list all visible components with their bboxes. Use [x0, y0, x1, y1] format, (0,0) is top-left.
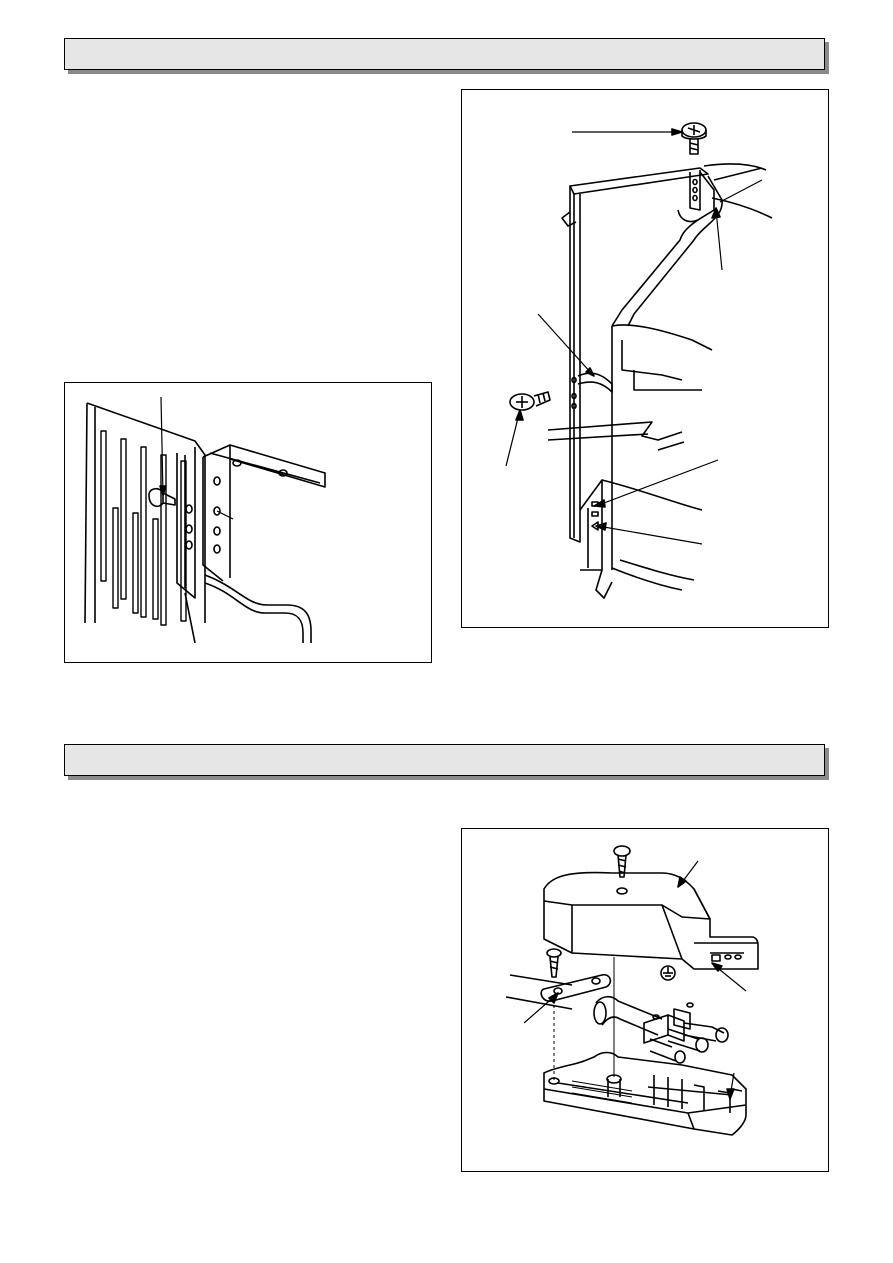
fig-terminal-box	[461, 828, 829, 1172]
top-section-bar	[64, 38, 825, 70]
screw-icon	[509, 393, 535, 411]
bottom-section-bar	[64, 744, 825, 776]
fig-side-panel-clip	[64, 382, 432, 663]
fig-side-panel-assembly	[461, 89, 829, 628]
side-panel-clip-drawing	[84, 396, 326, 644]
screw-icon	[613, 845, 631, 857]
earth-symbol-icon	[660, 965, 676, 981]
terminal-box-drawing	[505, 845, 759, 1136]
screw-icon	[546, 948, 562, 958]
side-panel-assembly-drawing	[505, 122, 773, 599]
